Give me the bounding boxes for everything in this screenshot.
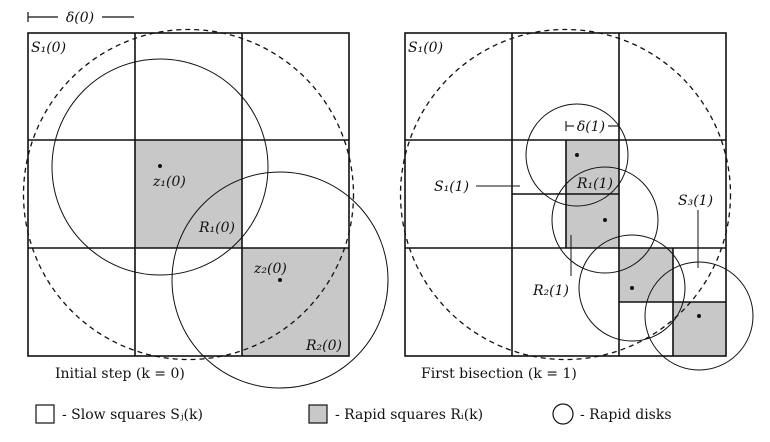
delta-1-label: δ(1) — [577, 119, 605, 135]
right-panel — [399, 28, 754, 371]
legend-slow-label: - Slow squares Sⱼ(k) — [62, 407, 203, 423]
rapid-disk-swatch — [552, 403, 574, 425]
center-point-3-1 — [630, 286, 634, 290]
rapid-disk-4-1 — [644, 261, 754, 371]
rapid-square-r1-0 — [135, 140, 242, 248]
left-corner-label: S₁(0) — [31, 40, 66, 56]
right-grid — [404, 32, 727, 357]
rapid-disk-r2-0 — [171, 171, 389, 389]
s3-1-label: S₃(1) — [678, 193, 713, 209]
rapid-square-r2-0 — [242, 248, 349, 356]
center-point-1-1 — [575, 153, 579, 157]
right-corner-label: S₁(0) — [408, 40, 443, 56]
leader-lines — [476, 185, 699, 276]
dashed-circle-right — [399, 28, 732, 361]
rapid-square-swatch — [308, 404, 328, 424]
right-caption: First bisection (k = 1) — [421, 366, 577, 382]
left-grid — [27, 32, 350, 357]
rapid-disk-r1-0 — [51, 58, 269, 276]
slow-square-swatch — [35, 404, 55, 424]
rapid-square-r3-1 — [619, 248, 673, 302]
rapid-disk-3-1 — [578, 234, 686, 342]
center-point-4-1 — [697, 314, 701, 318]
center-point-2-1 — [603, 218, 607, 222]
r2-0-label: R₂(0) — [305, 338, 342, 354]
legend: - Slow squares Sⱼ(k) - Rapid squares Rᵢ(… — [35, 403, 672, 425]
z2-0-label: z₂(0) — [253, 261, 287, 277]
center-point-z1 — [158, 164, 162, 168]
rapid-disk-2-1 — [551, 166, 659, 274]
left-panel — [22, 28, 389, 389]
z1-0-label: z₁(0) — [152, 174, 186, 190]
legend-rapid-disks-label: - Rapid disks — [580, 407, 672, 423]
rapid-square-r4-1 — [673, 302, 726, 356]
delta-1-scale — [565, 121, 620, 131]
rapid-disk-1-1 — [525, 103, 629, 207]
r1-0-label: R₁(0) — [198, 220, 235, 236]
r1-1-label: R₁(1) — [576, 176, 613, 192]
rapid-square-r2-1 — [566, 194, 619, 248]
delta-0-label: δ(0) — [66, 10, 94, 26]
legend-rapid-squares-label: - Rapid squares Rᵢ(k) — [335, 407, 483, 423]
delta-0-scale — [27, 12, 134, 22]
r2-1-label: R₂(1) — [532, 283, 569, 299]
dashed-circle-left — [22, 28, 355, 361]
s1-1-label: S₁(1) — [434, 179, 469, 195]
center-point-z2 — [278, 278, 282, 282]
left-caption: Initial step (k = 0) — [55, 366, 185, 382]
